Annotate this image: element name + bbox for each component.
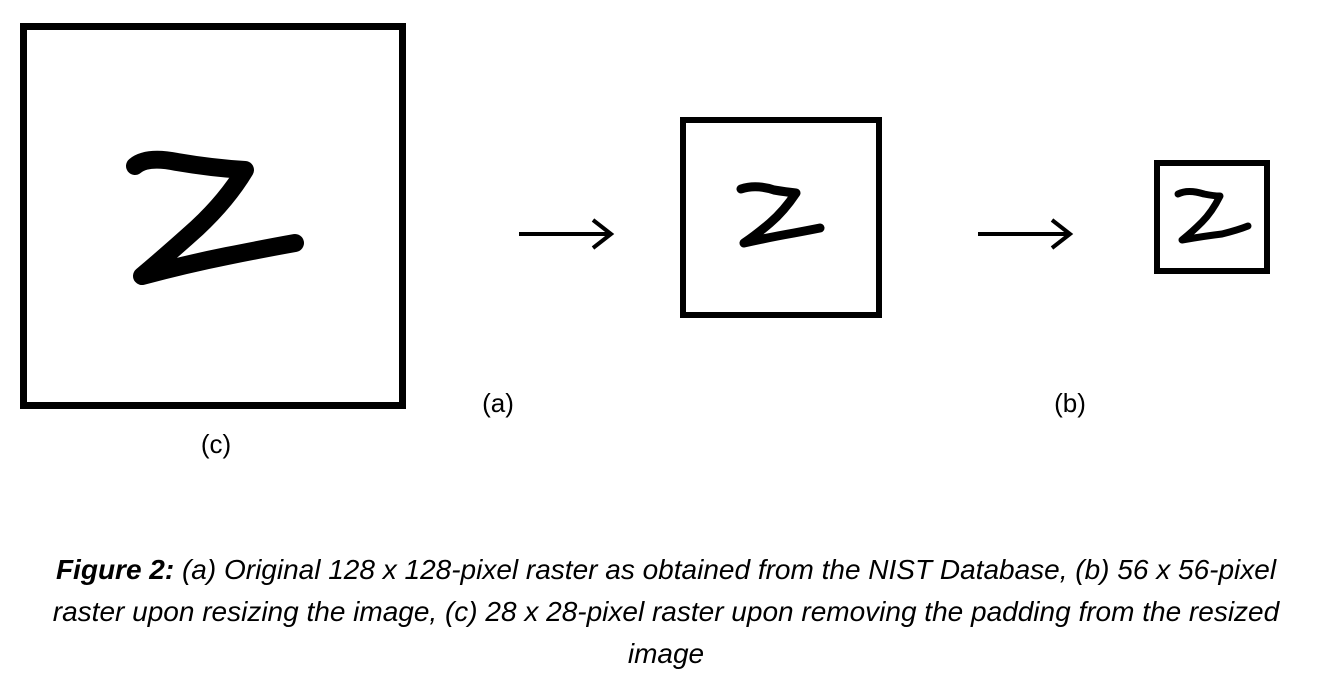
figure-caption-text: (a) Original 128 x 128-pixel raster as o… <box>52 554 1280 669</box>
handwritten-z-large <box>126 150 304 285</box>
handwritten-z-medium <box>736 182 825 248</box>
figure-caption-label: Figure 2: <box>55 554 175 585</box>
raster-image-large <box>20 23 406 409</box>
panel-label-b: (b) <box>1054 388 1086 418</box>
panel-label-c: (c) <box>200 429 232 459</box>
panel-label-a: (a) <box>482 388 514 418</box>
right-arrow-icon <box>519 218 615 250</box>
raster-image-small <box>1154 160 1270 274</box>
raster-image-medium <box>680 117 882 318</box>
handwritten-z-small <box>1174 188 1252 244</box>
right-arrow-icon <box>978 218 1074 250</box>
figure-caption: Figure 2: (a) Original 128 x 128-pixel r… <box>36 549 1296 675</box>
